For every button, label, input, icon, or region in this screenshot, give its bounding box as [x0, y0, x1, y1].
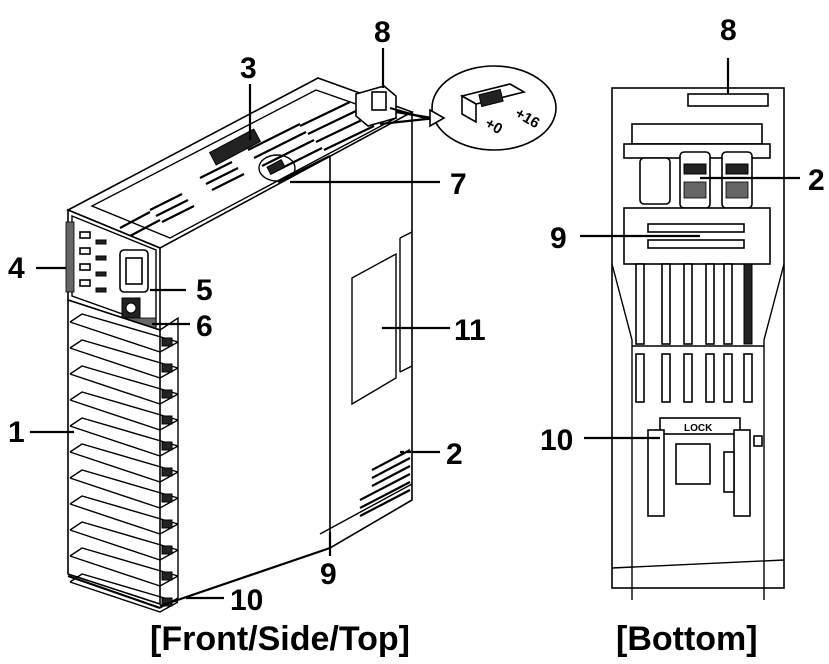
front-view-caption: [Front/Side/Top]	[150, 620, 410, 658]
bottom-vent-slot	[723, 263, 733, 345]
bottom-vent-slot	[635, 353, 645, 403]
bottom-callout-9: 9	[550, 222, 567, 255]
bottom-vents	[611, 263, 785, 600]
front-callout-numbers: 4 5 6 3 8 7 11 2 1 9 10	[8, 16, 486, 617]
switch-label-plus0: +0	[482, 115, 505, 138]
front-callout-9: 9	[320, 558, 337, 591]
front-callout-1: 1	[8, 416, 25, 449]
bottom-callout-8: 8	[720, 14, 737, 47]
terminal-screw	[161, 415, 173, 425]
terminal-screw	[161, 493, 173, 503]
terminal-screw	[161, 519, 173, 529]
bottom-view: LOCK 8 2 9 10 [Bottom]	[540, 14, 825, 658]
bottom-callout-2: 2	[808, 164, 825, 197]
terminal-screw	[161, 545, 173, 555]
bottom-vent-slot	[661, 353, 671, 403]
front-callout-5: 5	[196, 274, 213, 307]
front-callout-8: 8	[374, 16, 391, 49]
bottom-vent-slot	[705, 263, 715, 345]
bottom-callout-10: 10	[540, 424, 573, 457]
bottom-callout-numbers: 8 2 9 10	[540, 14, 825, 457]
side-vents	[359, 449, 411, 517]
switch-detail-magnifier: +16 +0	[379, 65, 557, 151]
bottom-vent-slot	[743, 353, 753, 403]
bottom-vent-slot	[683, 353, 693, 403]
front-callout-7: 7	[450, 168, 467, 201]
front-indicator-leds	[65, 221, 107, 293]
front-callout-10: 10	[230, 584, 263, 617]
front-callout-2: 2	[446, 438, 463, 471]
bottom-vent-slot	[723, 353, 733, 403]
bottom-lock-10: LOCK	[611, 417, 785, 569]
bottom-vent-slot	[743, 263, 753, 345]
terminal-screw	[161, 441, 173, 451]
front-callout-11: 11	[454, 314, 486, 347]
bottom-vent-slot	[683, 263, 693, 345]
bottom-vent-slot	[705, 353, 715, 403]
front-callout-4: 4	[8, 252, 25, 285]
terminal-screw	[161, 389, 173, 399]
front-leader-lines	[30, 48, 450, 600]
terminal-screw	[161, 337, 173, 347]
front-side-top-view: +16 +0	[8, 16, 557, 658]
module-base	[67, 546, 331, 610]
terminal-screw	[161, 467, 173, 477]
lock-label: LOCK	[684, 423, 713, 434]
bottom-vent-slot	[635, 263, 645, 345]
bottom-view-caption: [Bottom]	[616, 620, 758, 658]
bottom-connector-2	[623, 123, 771, 209]
bottom-frame-lines	[611, 263, 785, 600]
front-callout-6: 6	[196, 310, 213, 343]
terminal-screw	[161, 571, 173, 581]
bottom-vent-slot	[661, 263, 671, 345]
terminal-stack	[67, 298, 179, 613]
top-vents	[119, 101, 375, 237]
terminal-screw	[161, 363, 173, 373]
front-callout-3: 3	[240, 52, 257, 85]
